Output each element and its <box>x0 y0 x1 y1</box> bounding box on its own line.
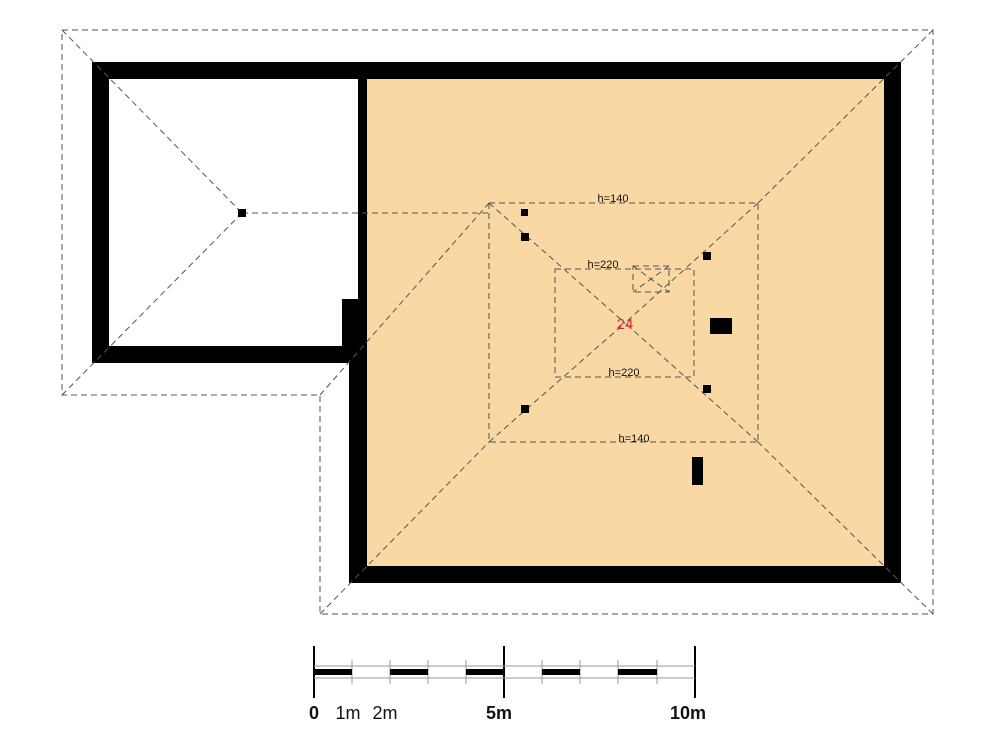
label-h140-top: h=140 <box>598 193 629 205</box>
height-220-outline <box>554 268 695 378</box>
post <box>521 209 528 216</box>
wall-divider-thick <box>342 299 367 363</box>
room-number: 24 <box>617 316 634 333</box>
chimney-block <box>692 457 703 485</box>
scale-label-zero: 0 <box>309 703 319 723</box>
walls <box>92 62 901 583</box>
scale-label-2m: 2m <box>372 703 397 723</box>
wall-main-left <box>349 363 367 583</box>
wall-main-bottom <box>349 566 901 583</box>
label-h220-top: h=220 <box>588 259 619 271</box>
post <box>521 233 529 241</box>
label-h140-bottom: h=140 <box>619 433 650 445</box>
scale-bar: 0 1m 2m 5m 10m <box>309 646 706 723</box>
left-ridge-post <box>238 209 246 217</box>
roof-posts <box>521 209 732 485</box>
wall-main-right <box>884 62 901 583</box>
post <box>521 405 529 413</box>
height-140-outline <box>488 202 759 443</box>
post <box>703 385 711 393</box>
wall-left-side <box>92 62 109 363</box>
post <box>703 252 711 260</box>
scale-label-1m: 1m <box>335 703 360 723</box>
wall-left-top <box>92 62 901 79</box>
scale-label-5m: 5m <box>486 703 512 723</box>
wall-divider <box>358 79 367 299</box>
scale-label-10m: 10m <box>670 703 706 723</box>
label-h220-bottom: h=220 <box>609 367 640 379</box>
wall-left-bottom <box>92 346 358 363</box>
chimney-block <box>710 318 732 334</box>
chimney-hatch <box>632 265 670 293</box>
left-hip-lines <box>61 29 489 396</box>
main-hip-lines <box>319 29 934 615</box>
